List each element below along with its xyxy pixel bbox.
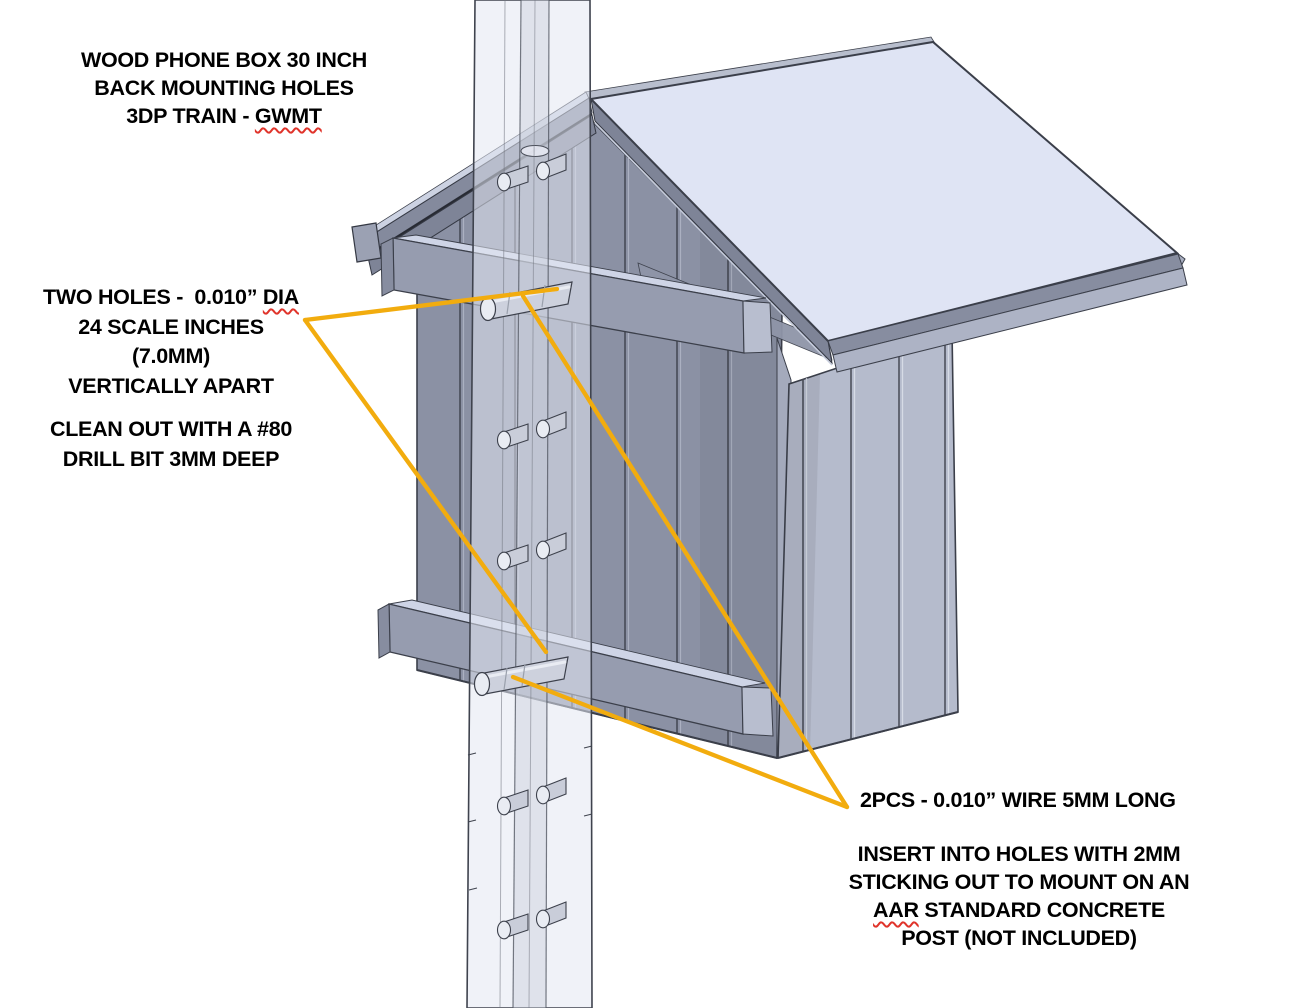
insert-line-1: INSERT INTO HOLES WITH 2MM	[857, 842, 1181, 866]
wire-bottom-highlight	[483, 660, 567, 679]
insert-line-3: AAR STANDARD CONCRETE	[845, 896, 1193, 924]
top-batten-right-end	[742, 300, 773, 354]
insert-misspelled-word: AAR	[873, 898, 919, 922]
title-line-1: WOOD PHONE BOX 30 INCH	[80, 48, 368, 72]
title-misspelled-word: GWMT	[254, 104, 322, 128]
title-block: WOOD PHONE BOX 30 INCH BACK MOUNTING HOL…	[44, 46, 404, 130]
holes-line-5: CLEAN OUT WITH A #80	[49, 417, 293, 441]
insert-annotation: INSERT INTO HOLES WITH 2MM STICKING OUT …	[845, 840, 1193, 952]
holes-line-6: DRILL BIT 3MM DEEP	[62, 446, 280, 471]
leader-lines	[302, 286, 850, 810]
bottom-batten-left-end	[377, 603, 391, 659]
wire-line-1: 2PCS - 0.010” WIRE 5MM LONG	[860, 788, 1176, 812]
roof-fascia-lower	[832, 267, 1188, 373]
wire-top-cap	[479, 296, 497, 322]
wire-bottom-cap	[473, 671, 491, 697]
leader-wirenote-to-top-wire	[520, 293, 850, 810]
gable-trim-highlight	[594, 122, 833, 366]
holes-misspelled-word: DIA	[262, 285, 299, 309]
box-bottom-edge-side	[777, 711, 959, 759]
wire-annotation: 2PCS - 0.010” WIRE 5MM LONG	[860, 786, 1220, 814]
post-body	[466, 0, 593, 1008]
holes-annotation: TWO HOLES - 0.010” DIA 24 SCALE INCHES (…	[6, 283, 336, 474]
title-line-3-prefix: 3DP TRAIN -	[126, 104, 255, 128]
holes-line-4: VERTICALLY APART	[68, 373, 274, 398]
leader-holes-to-top-wire	[302, 286, 560, 323]
insert-line-3-suffix: STANDARD CONCRETE	[918, 898, 1165, 922]
bargeboard-end-cap	[351, 222, 382, 263]
bottom-batten-right-end	[741, 686, 774, 737]
insert-line-2: STICKING OUT TO MOUNT ON AN	[848, 870, 1190, 894]
insert-line-4: POST (NOT INCLUDED)	[901, 926, 1137, 950]
title-line-2: BACK MOUNTING HOLES	[94, 76, 354, 100]
leader-holes-to-bottom-wire	[302, 317, 549, 655]
holes-line-3: (7.0MM)	[132, 344, 210, 368]
mounting-wire-bottom	[473, 656, 569, 697]
holes-line-1: TWO HOLES - 0.010” DIA	[6, 283, 336, 313]
holes-line-1-prefix: TWO HOLES - 0.010”	[43, 285, 263, 309]
holes-line-2: 24 SCALE INCHES	[78, 314, 264, 339]
post-channel	[513, 0, 549, 1008]
title-line-3: 3DP TRAIN - GWMT	[44, 102, 404, 130]
top-batten-left-end	[380, 237, 395, 297]
concrete-post	[466, 0, 593, 1008]
side-plank-lines	[778, 330, 950, 758]
wire-bottom-ring1	[503, 667, 508, 691]
post-center-tube	[520, 145, 550, 157]
leader-wirenote-to-bottom-wire	[510, 674, 850, 810]
